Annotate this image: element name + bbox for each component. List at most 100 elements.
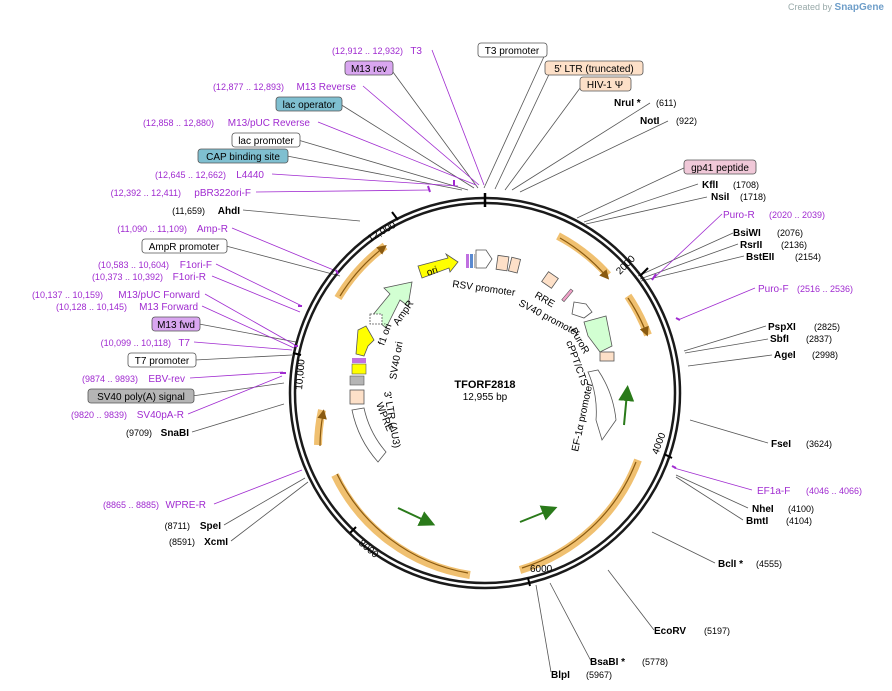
box-label: 5' LTR (truncated)	[554, 64, 634, 75]
enzyme-name: SpeI	[200, 521, 221, 532]
primer-pos: (2516 .. 2536)	[797, 284, 853, 294]
label-ef1a-promoter: EF-1α promoter	[570, 381, 596, 453]
tick-label-12000: 12,000	[366, 220, 398, 245]
plasmid-name: TFORF2818	[454, 379, 515, 391]
f1ori-shape	[355, 325, 375, 357]
enzyme-pos: (611)	[656, 98, 676, 108]
feature-arc-arrows	[317, 237, 649, 574]
primer-pos: (12,645 .. 12,662)	[155, 170, 226, 180]
enzyme-pos: (11,659)	[172, 206, 205, 216]
primer-name: WPRE-R	[165, 500, 206, 511]
enzyme-name: NsiI	[711, 192, 730, 203]
primer-name: T7	[178, 338, 190, 349]
enzyme-pos: (3624)	[806, 439, 832, 449]
enzyme-name: RsrII	[740, 240, 762, 251]
enzyme-pos: (4104)	[786, 516, 812, 526]
boxed-feature-labels: M13 rev lac operator lac promoter CAP bi…	[87, 42, 757, 404]
rre-shape	[541, 271, 559, 289]
primer-name: M13 Reverse	[297, 82, 357, 93]
primer-name: T3	[410, 46, 422, 57]
enzyme-pos: (2837)	[806, 334, 832, 344]
enzyme-name: PspXI	[768, 322, 796, 333]
primer-name: pBR322ori-F	[194, 188, 251, 199]
primer-pos: (9820 .. 9839)	[71, 410, 127, 420]
enzyme-name: SnaBI	[161, 428, 190, 439]
sv40-promoter-shape	[571, 301, 593, 319]
snapgene-logo: SnapGene	[834, 2, 884, 13]
enzyme-name: BlpI	[551, 670, 570, 681]
primer-pos: (10,128 .. 10,145)	[56, 302, 127, 312]
snapgene-credit: Created by SnapGene	[788, 2, 884, 13]
ori-shape	[417, 252, 459, 279]
primer-pos: (4046 .. 4066)	[806, 486, 862, 496]
ef1a-promoter-shape	[587, 369, 617, 441]
primer-pos: (9874 .. 9893)	[82, 374, 138, 384]
enzyme-name: AgeI	[774, 350, 796, 361]
tick-marks	[292, 211, 673, 587]
enzymes-left: (11,659) AhdI (9709) SnaBI (8711) SpeI (…	[126, 206, 240, 548]
box-label: HIV-1 Ψ	[587, 80, 623, 91]
enzyme-pos: (5197)	[704, 626, 730, 636]
enzyme-pos: (2076)	[777, 228, 803, 238]
primer-pos: (12,912 .. 12,932)	[332, 46, 403, 56]
orf-arrows	[397, 385, 635, 526]
enzyme-pos: (2825)	[814, 322, 840, 332]
box-label: T3 promoter	[485, 46, 540, 57]
enzyme-pos: (922)	[676, 116, 697, 126]
sv40-ori-shape	[351, 363, 367, 375]
primer-pos: (10,099 .. 10,118)	[101, 338, 171, 348]
box-label: T7 promoter	[135, 356, 190, 367]
primer-name: F1ori-R	[173, 272, 206, 283]
primer-name: EBV-rev	[148, 374, 185, 385]
box-label: M13 rev	[351, 64, 387, 75]
box-label: M13 fwd	[157, 320, 195, 331]
primer-name: EF1a-F	[757, 486, 790, 497]
enzyme-pos: (2998)	[812, 350, 838, 360]
enzyme-name: EcoRV	[654, 626, 686, 637]
enzyme-name: NotI	[640, 116, 660, 127]
label-sv40ori: SV40 ori	[388, 341, 405, 381]
enzyme-name: BsaBI *	[590, 657, 625, 668]
enzyme-pos: (1708)	[733, 180, 759, 190]
primer-name: SV40pA-R	[137, 410, 184, 421]
box-label: lac operator	[283, 100, 336, 111]
primer-pos: (12,858 .. 12,880)	[143, 118, 214, 128]
enzyme-name: AhdI	[218, 206, 240, 217]
primer-name: M13/pUC Forward	[118, 290, 200, 301]
primer-site-marks	[280, 180, 681, 469]
enzyme-pos: (5778)	[642, 657, 668, 667]
primer-name: Puro-R	[723, 210, 755, 221]
rsv-promoter-shape	[475, 249, 493, 269]
primer-pos: (12,392 .. 12,411)	[111, 188, 181, 198]
enzyme-name: BstEII	[746, 252, 775, 263]
tick-label-8000: 8000	[356, 538, 380, 561]
leader-lines	[191, 49, 773, 673]
primer-pos: (8865 .. 8885)	[103, 500, 159, 510]
primer-name: F1ori-F	[180, 260, 212, 271]
enzyme-pos: (2154)	[795, 252, 821, 262]
enzyme-name: FseI	[771, 439, 791, 450]
primer-name: L4440	[236, 170, 264, 181]
box-label: SV40 poly(A) signal	[97, 392, 185, 403]
enzyme-pos: (2136)	[781, 240, 807, 250]
label-f1ori: f1 ori	[376, 322, 394, 347]
primers-right: Puro-R (2020 .. 2039) Puro-F (2516 .. 25…	[723, 210, 862, 497]
enzyme-name: XcmI	[204, 537, 228, 548]
enzyme-name: BsiWI	[733, 228, 761, 239]
box-label: AmpR promoter	[149, 242, 220, 253]
enzyme-pos: (5967)	[586, 670, 612, 680]
enzyme-pos: (9709)	[126, 428, 152, 438]
label-rsv-promoter: RSV promoter	[452, 279, 517, 299]
enzyme-name: SbfI	[770, 334, 789, 345]
primer-name: M13/pUC Reverse	[228, 118, 311, 129]
inner-features	[349, 249, 617, 463]
box-label: gp41 peptide	[691, 163, 749, 174]
primer-pos: (10,583 .. 10,604)	[98, 260, 169, 270]
enzyme-pos: (4100)	[788, 504, 814, 514]
primer-pos: (12,877 .. 12,893)	[213, 82, 284, 92]
enzyme-name: BclI *	[718, 559, 743, 570]
enzyme-name: BmtI	[746, 516, 768, 527]
enzyme-name: KflI	[702, 180, 718, 191]
primer-pos: (11,090 .. 11,109)	[117, 224, 187, 234]
